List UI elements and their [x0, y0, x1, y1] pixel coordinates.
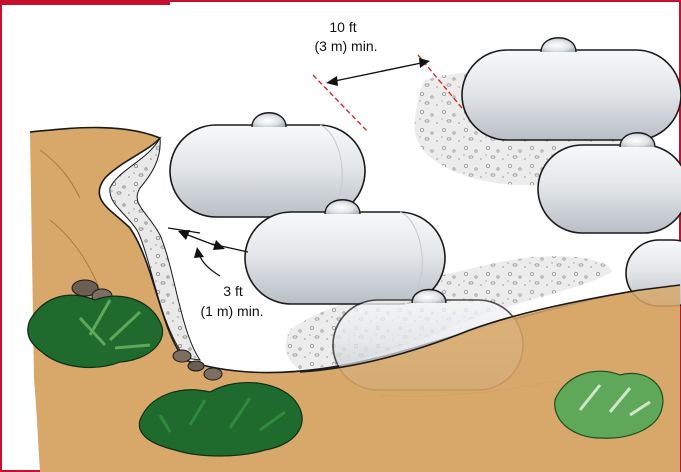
propane-tank-2	[245, 200, 445, 304]
spacing-metric-label: (3 m) min.	[315, 38, 378, 54]
spacing-arrowhead-left	[326, 76, 338, 86]
clearance-metric-label: (1 m) min.	[201, 303, 264, 319]
shrub-left	[28, 295, 163, 367]
spacing-arrowhead-right	[419, 58, 430, 68]
clearance-value-label: 3 ft	[223, 283, 243, 299]
spacing-value-label: 10 ft	[329, 19, 356, 35]
shrub-right	[555, 371, 663, 438]
spacing-arrow-line	[330, 62, 426, 82]
propane-tank-4	[462, 38, 681, 140]
